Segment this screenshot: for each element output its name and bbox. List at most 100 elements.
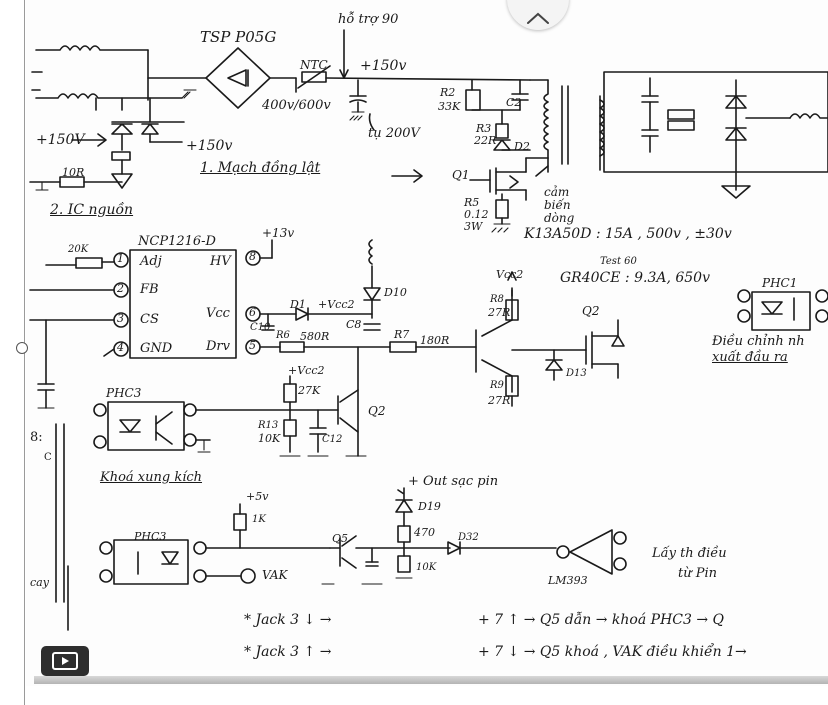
label-phc3a: PHC3: [106, 386, 142, 400]
phc3-section: [55, 375, 367, 631]
pin-num-1: 1: [117, 252, 124, 265]
label-13v: +13v: [262, 226, 295, 240]
label-r6: R6: [276, 330, 290, 341]
label-470: 470: [414, 526, 435, 539]
slideshow-icon: [52, 652, 78, 670]
label-d1: D1: [290, 298, 306, 311]
label-vcc2a: +Vcc2: [318, 298, 355, 311]
label-q2: Q2: [582, 304, 600, 318]
label-r7: R7: [394, 328, 410, 341]
label-lc: C: [44, 452, 52, 463]
resize-handle[interactable]: [16, 342, 28, 354]
label-1k: 1K: [252, 514, 266, 525]
label-c10: C10: [250, 322, 271, 333]
pin-num-8: 8: [249, 250, 256, 263]
pin-label-cs: CS: [140, 312, 159, 327]
label-vcc2c: +Vcc2: [288, 364, 325, 377]
label-10r: 10R: [62, 166, 85, 179]
label-lcay: cay: [30, 576, 49, 589]
pin-num-2: 2: [117, 282, 124, 295]
note-jack-1-result: + 7 ↑ → Q5 dẫn → khoá PHC3 → Q: [478, 612, 725, 628]
label-gr40ce: GR40CE : 9.3A, 650v: [560, 270, 710, 286]
label-mach-dong-lat: 1. Mạch đồng lật: [200, 160, 321, 176]
pin-num-5: 5: [249, 339, 256, 352]
input-section: [29, 29, 828, 233]
label-r6v: 580R: [300, 330, 330, 343]
pin-label-gnd: GND: [140, 341, 173, 356]
label-d19: D19: [418, 500, 441, 513]
label-r5: R5: [464, 196, 480, 209]
pin-label-drv: Drv: [206, 339, 230, 354]
label-vak: VAK: [262, 568, 288, 582]
label-d10: D10: [384, 286, 407, 299]
label-r13: R13: [258, 420, 279, 431]
label-r8: R8: [490, 294, 504, 305]
label-ic-name: NCP1216-D: [138, 234, 216, 249]
label-phc3b: PHC3: [134, 530, 167, 543]
pin-num-3: 3: [117, 312, 124, 325]
label-test60: Test 60: [600, 256, 637, 267]
pin-label-adj: Adj: [140, 254, 162, 269]
label-d32: D32: [458, 532, 479, 543]
sheet-bottom-edge: [34, 676, 828, 684]
label-khoa: Khoá xung kích: [100, 470, 203, 485]
label-10k: 10K: [416, 562, 437, 573]
label-d13: D13: [566, 368, 587, 379]
pin-label-vcc: Vcc: [206, 306, 230, 321]
label-tsp: TSP P05G: [200, 28, 277, 46]
charger-section: [99, 487, 627, 585]
label-r9: R9: [490, 380, 504, 391]
chevron-up-icon: [527, 12, 549, 24]
label-lm393: LM393: [548, 574, 588, 587]
label-phc1: PHC1: [762, 276, 798, 290]
label-r2v: 33K: [438, 100, 461, 113]
label-r7v: 180R: [420, 334, 450, 347]
label-d2: D2: [514, 140, 530, 153]
label-150a: +150v: [360, 58, 407, 74]
label-r2: R2: [440, 86, 456, 99]
label-5v: +5v: [246, 490, 269, 503]
label-out: + Out sạc pin: [408, 474, 499, 489]
label-r8v: 27R: [488, 306, 511, 319]
label-tu200: tụ 200V: [368, 126, 420, 141]
pin-label-hv: HV: [210, 254, 231, 269]
label-cam-bien: cảm biến dòng: [544, 185, 575, 225]
pin-label-fb: FB: [140, 282, 159, 297]
label-20k: 20K: [68, 244, 89, 255]
label-dieu-chinh-2: xuất đầu ra: [712, 350, 788, 365]
pin-num-6: 6: [249, 306, 256, 319]
label-r3v: 22R: [474, 134, 497, 147]
note-jack-2-result: + 7 ↓ → Q5 khoá , VAK điều khiển 1→: [478, 644, 747, 660]
slideshow-button[interactable]: [41, 646, 89, 676]
label-c2: C2: [506, 96, 522, 109]
label-k13a50d: K13A50D : 15A , 500v , ±30v: [524, 226, 732, 242]
label-c12: C12: [322, 434, 343, 445]
label-q5: Q5: [332, 532, 349, 545]
label-r9v: 27R: [488, 394, 511, 407]
label-c8: C8: [346, 318, 362, 331]
label-r13v: 10K: [258, 432, 281, 445]
label-lay-1: Lấy th điều: [652, 546, 727, 561]
ic-section: [29, 239, 828, 457]
label-150b: +150V: [36, 132, 85, 148]
label-cap-rating: 400v/600v: [262, 98, 331, 113]
label-q1: Q1: [452, 168, 470, 182]
label-ic-nguon: 2. IC nguồn: [50, 202, 134, 218]
pin-num-4: 4: [117, 341, 124, 354]
label-ntc: NTC: [300, 58, 328, 72]
label-lay-2: từ Pin: [678, 566, 718, 581]
label-hotro: hỗ trợ 90: [338, 12, 399, 27]
label-150c: +150v: [186, 138, 233, 154]
label-dieu-chinh-1: Điều chỉnh nh: [712, 334, 805, 349]
label-r5p: 3W: [464, 220, 483, 233]
note-jack-2: * Jack 3 ↑ →: [244, 644, 332, 660]
label-vcc2b: Vcc2: [496, 268, 524, 281]
label-l8: 8:: [30, 430, 43, 445]
label-q2b: Q2: [368, 404, 386, 418]
label-27k: 27K: [298, 384, 321, 397]
note-jack-1: * Jack 3 ↓ →: [244, 612, 332, 628]
label-r5v: 0.12: [464, 208, 489, 221]
label-r3: R3: [476, 122, 492, 135]
